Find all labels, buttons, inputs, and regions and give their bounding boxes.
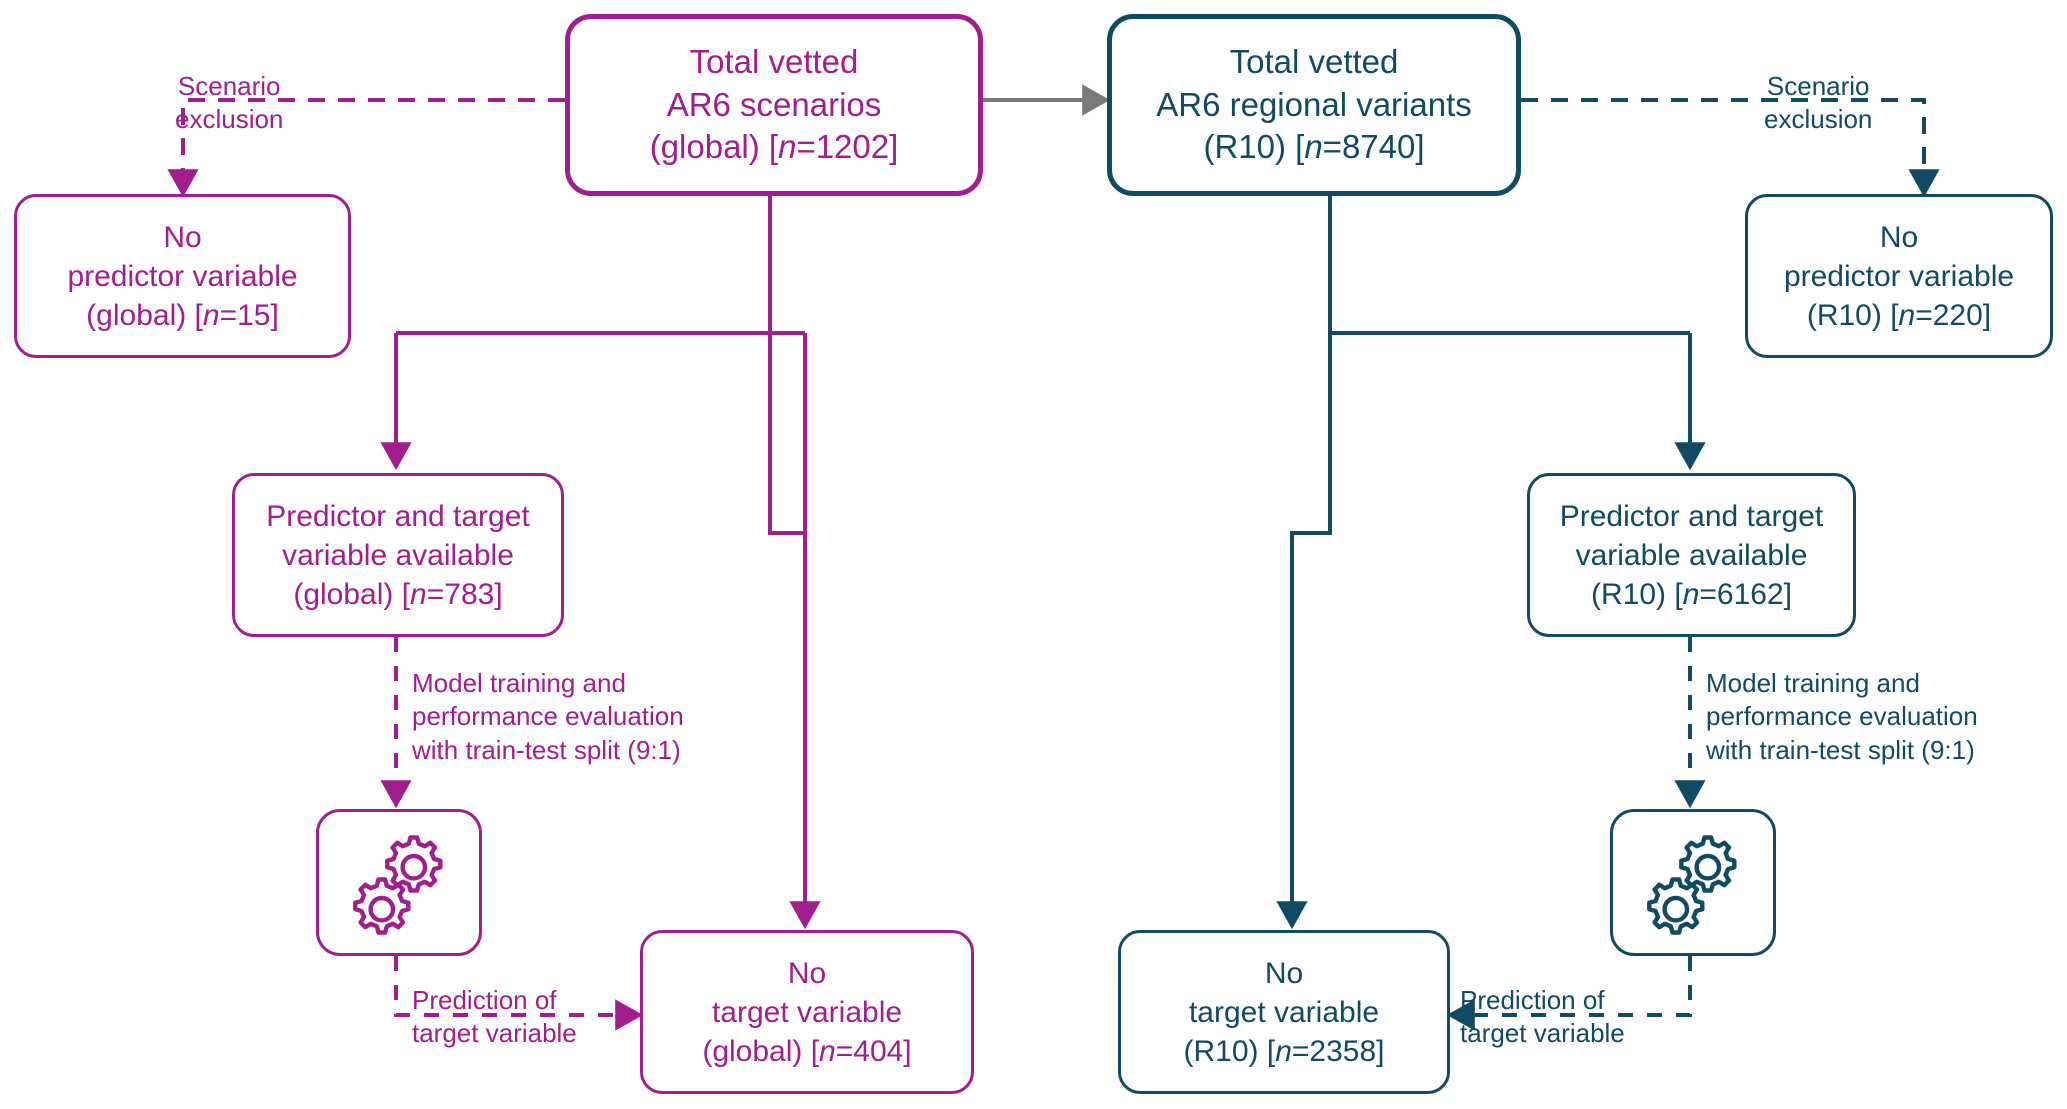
node-line-3: (global) [n=15] (86, 296, 279, 335)
node-line-2: variable available (1575, 538, 1808, 572)
edge-label-line-2: target variable (412, 1018, 577, 1049)
node-available-global[interactable]: Predictor and target variable available … (232, 473, 564, 637)
node-line-3: (global) [n=783] (293, 575, 502, 614)
node-available-r10[interactable]: Predictor and target variable available … (1527, 473, 1856, 637)
node-line-3-post: =2358] (1291, 1034, 1385, 1068)
node-line-3-var: n (1898, 298, 1916, 332)
node-line-2: predictor variable (1783, 259, 2015, 293)
edge-r10-to-no-target (1276, 196, 1332, 930)
node-line-3: (R10) [n=2358] (1184, 1032, 1385, 1071)
node-line-3-var: n (410, 577, 427, 611)
node-line-3-pre: (R10) [ (1183, 1034, 1276, 1068)
node-line-3-pre: (R10) [ (1806, 298, 1899, 332)
node-line-3-var: n (819, 1034, 836, 1068)
edge-label-training-r10: Model training and performance evaluatio… (1706, 667, 1978, 767)
node-model-training-r10[interactable] (1610, 809, 1776, 956)
node-line-1: No (787, 956, 827, 990)
node-line-1: Total vetted (689, 42, 859, 80)
node-line-1: No (163, 220, 202, 254)
edge-label-line-2: target variable (1460, 1018, 1625, 1049)
node-model-training-global[interactable] (316, 809, 482, 956)
node-line-3-var: n (778, 128, 797, 166)
edge-label-line-1: Scenario (177, 71, 281, 101)
node-line-2: AR6 scenarios (666, 85, 882, 123)
edge-label-prediction-r10: Prediction of target variable (1460, 984, 1625, 1051)
node-no-predictor-r10[interactable]: No predictor variable (R10) [n=220] (1745, 194, 2053, 358)
edge-r10-trunk (1328, 196, 1706, 471)
node-line-3-post: =8740] (1322, 128, 1425, 166)
node-line-1: Predictor and target (1559, 499, 1824, 533)
edge-global-to-no-target (768, 196, 821, 930)
edge-label-line-1: Prediction of (412, 985, 557, 1015)
node-line-1: No (1264, 956, 1304, 990)
node-total-vetted-global[interactable]: Total vetted AR6 scenarios (global) [n=1… (565, 14, 983, 196)
edge-label-exclusion-r10: Scenario exclusion (1764, 70, 1872, 137)
node-line-3: (global) [n=1202] (650, 126, 899, 169)
edge-label-line-1: Scenario (1766, 71, 1870, 101)
node-line-3: (R10) [n=8740] (1203, 126, 1424, 169)
node-line-3: (global) [n=404] (702, 1032, 911, 1071)
node-line-3-var: n (1275, 1034, 1292, 1068)
node-line-2: target variable (711, 995, 903, 1029)
edge-label-line-3: with train-test split (9:1) (1706, 734, 1975, 765)
edge-label-line-1: Model training and (412, 668, 626, 698)
edge-label-line-2: performance evaluation (412, 701, 684, 732)
edge-label-exclusion-global: Scenario exclusion (175, 70, 283, 137)
edge-label-line-3: with train-test split (9:1) (412, 734, 681, 765)
node-line-3-pre: (global) [ (86, 298, 203, 332)
node-line-3-var: n (1304, 128, 1323, 166)
node-line-3-pre: (global) [ (649, 128, 779, 166)
node-line-3-post: =404] (835, 1034, 912, 1068)
node-line-1: No (1879, 220, 1919, 254)
edge-label-line-2: exclusion (175, 104, 284, 135)
node-line-3: (R10) [n=220] (1807, 296, 1991, 335)
node-line-2: AR6 regional variants (1156, 85, 1472, 123)
node-line-3: (R10) [n=6162] (1591, 575, 1792, 614)
edge-label-line-2: performance evaluation (1706, 701, 1978, 732)
node-line-1: Total vetted (1229, 42, 1399, 80)
node-line-2: variable available (282, 538, 514, 572)
node-line-3-post: =15] (219, 298, 279, 332)
node-total-vetted-r10[interactable]: Total vetted AR6 regional variants (R10)… (1107, 14, 1521, 196)
edge-label-line-1: Model training and (1706, 668, 1920, 698)
gears-icon (353, 834, 443, 935)
node-no-target-global[interactable]: No target variable (global) [n=404] (640, 930, 974, 1094)
node-line-3-pre: (global) [ (702, 1034, 820, 1068)
edge-label-prediction-global: Prediction of target variable (412, 984, 577, 1051)
node-line-3-post: =220] (1915, 298, 1992, 332)
node-line-3-pre: (global) [ (293, 577, 411, 611)
node-line-3-post: =783] (426, 577, 503, 611)
node-line-3-post: =1202] (796, 128, 899, 166)
edge-label-training-global: Model training and performance evaluatio… (412, 667, 684, 767)
node-line-2: predictor variable (67, 259, 298, 293)
node-line-3-pre: (R10) [ (1203, 128, 1305, 166)
node-line-3-pre: (R10) [ (1591, 577, 1683, 611)
node-line-1: Predictor and target (266, 499, 530, 533)
edge-label-line-1: Prediction of (1460, 985, 1605, 1015)
edge-label-line-2: exclusion (1764, 104, 1873, 135)
gears-icon (1647, 834, 1737, 935)
node-no-target-r10[interactable]: No target variable (R10) [n=2358] (1118, 930, 1450, 1094)
node-no-predictor-global[interactable]: No predictor variable (global) [n=15] (14, 194, 351, 358)
node-line-3-var: n (202, 298, 220, 332)
node-line-3-var: n (1682, 577, 1700, 611)
node-line-2: target variable (1188, 995, 1380, 1029)
node-line-3-post: =6162] (1699, 577, 1792, 611)
